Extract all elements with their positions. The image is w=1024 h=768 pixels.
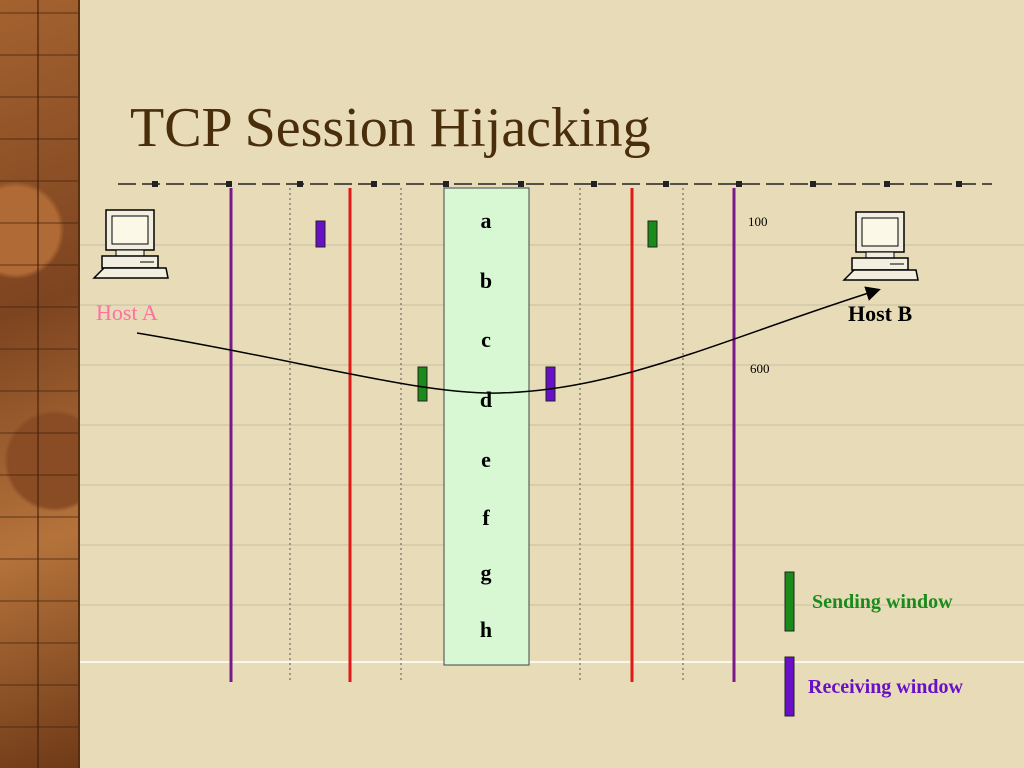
legend-receiving-label: Receiving window [808, 676, 963, 698]
sequence-number-100: 100 [748, 214, 768, 229]
grid-horizontal [80, 244, 1024, 606]
grid-vertical-dotted [289, 188, 684, 682]
segment-label: a [481, 208, 492, 233]
segment-label: d [480, 387, 492, 412]
segment-label: g [481, 560, 492, 585]
segment-buffer [443, 187, 530, 666]
decorative-side-strip [0, 0, 80, 768]
slide-title: TCP Session Hijacking [130, 97, 651, 159]
segment-label: h [480, 617, 492, 642]
host-a-computer-icon [92, 209, 169, 279]
host-a-label: Host A [96, 300, 158, 325]
header-rule-dots [152, 181, 962, 187]
receiving-window-marker-top [315, 220, 326, 248]
receiving-window-marker-mid [545, 366, 556, 402]
legend-sending-swatch [784, 571, 795, 632]
sending-window-marker-mid [417, 366, 428, 402]
host-b-computer-icon [842, 211, 919, 281]
sequence-number-600: 600 [750, 361, 770, 376]
hijack-arrow [136, 286, 881, 394]
legend-sending-label: Sending window [812, 591, 953, 613]
segment-label: c [481, 327, 491, 352]
segment-label: e [481, 447, 491, 472]
sending-window-marker-top [647, 220, 658, 248]
legend-receiving-swatch [784, 656, 795, 717]
host-b-label: Host B [848, 301, 913, 326]
segment-label: b [480, 268, 492, 293]
segment-label: f [482, 505, 490, 530]
